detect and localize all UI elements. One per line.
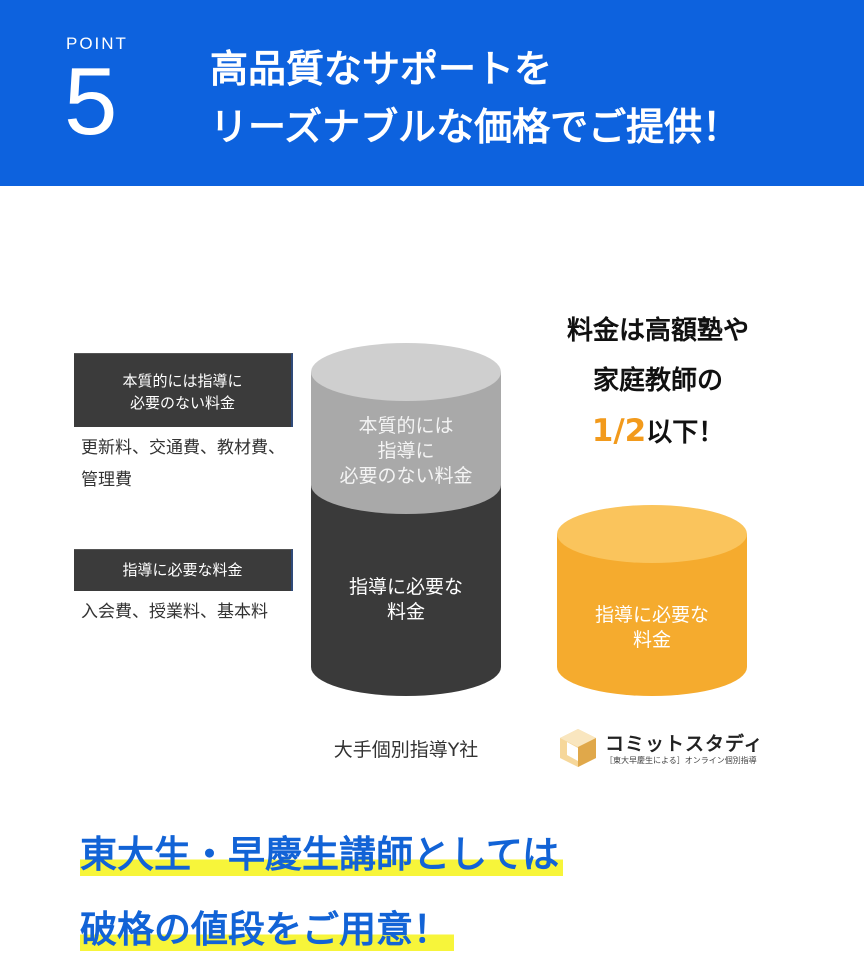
price-headline-line1: 料金は高額塾や: [566, 316, 749, 346]
commit-study-logo: コミットスタディ ［東大早慶生による］オンライン個別指導: [558, 725, 763, 770]
price-headline-line2: 家庭教師の: [592, 366, 723, 396]
competitor-top-label-line2: 指導に: [377, 440, 435, 462]
header-title-line1: 高品質なサポートを: [210, 47, 553, 91]
price-headline-line3: 1/2以下！: [540, 406, 776, 458]
legend-unnecessary-fee: 本質的には指導に 必要のない料金: [74, 353, 293, 427]
logo-subtitle: ［東大早慶生による］オンライン個別指導: [605, 756, 757, 765]
bottom-message-line2: 破格の値段をご用意！: [80, 905, 454, 955]
ours-label-line1: 指導に必要な: [594, 604, 709, 626]
bottom-message-line1: 東大生・早慶生講師としては: [80, 830, 564, 880]
competitor-bottom-label: 指導に必要な 料金: [311, 575, 501, 625]
logo-name: コミットスタディ: [605, 733, 764, 755]
competitor-bottom-label-line2: 料金: [386, 601, 425, 623]
competitor-top-segment: [311, 372, 501, 514]
cube-logo-icon: [560, 729, 596, 767]
ours-label: 指導に必要な 料金: [557, 603, 747, 653]
point-number: 5: [64, 48, 118, 155]
header-title: 高品質なサポートを リーズナブルな価格でご提供！: [210, 40, 740, 156]
header-banner: POINT 5 高品質なサポートを リーズナブルな価格でご提供！: [0, 0, 864, 186]
competitor-top-label: 本質的には 指導に 必要のない料金: [311, 414, 501, 489]
header-title-line2: リーズナブルな価格でご提供！: [210, 105, 741, 149]
competitor-bottom-label-line1: 指導に必要な: [348, 576, 463, 598]
legend-necessary-fee: 指導に必要な料金: [74, 549, 293, 591]
competitor-bottom-segment: [311, 485, 501, 696]
competitor-cap: [311, 343, 501, 401]
bottom-message-line1-text: 東大生・早慶生講師としては: [80, 833, 564, 876]
legend-necessary-desc: 入会費、授業料、基本料: [81, 602, 268, 622]
legend-unnecessary-desc: 更新料、交通費、教材費、 管理費: [81, 432, 285, 496]
ours-cap: [557, 505, 747, 563]
competitor-caption: 大手個別指導Y社: [333, 739, 479, 761]
price-headline: 料金は高額塾や 家庭教師の 1/2以下！: [540, 306, 776, 458]
half-ratio: 1/2: [591, 413, 647, 449]
legend-unnecessary-line2: 必要のない料金: [129, 394, 235, 412]
point-label: POINT: [66, 34, 128, 53]
legend-unnecessary-desc-line2: 管理費: [81, 470, 132, 490]
legend-unnecessary-desc-line1: 更新料、交通費、教材費、: [81, 438, 285, 458]
competitor-top-label-line3: 必要のない料金: [339, 465, 473, 487]
competitor-top-label-line1: 本質的には: [358, 415, 454, 437]
price-headline-suffix: 以下！: [646, 418, 725, 448]
ours-segment: [557, 534, 747, 696]
bottom-message-line2-text: 破格の値段をご用意！: [80, 908, 454, 951]
ours-label-line2: 料金: [632, 629, 671, 651]
legend-unnecessary-line1: 本質的には指導に: [122, 372, 243, 390]
